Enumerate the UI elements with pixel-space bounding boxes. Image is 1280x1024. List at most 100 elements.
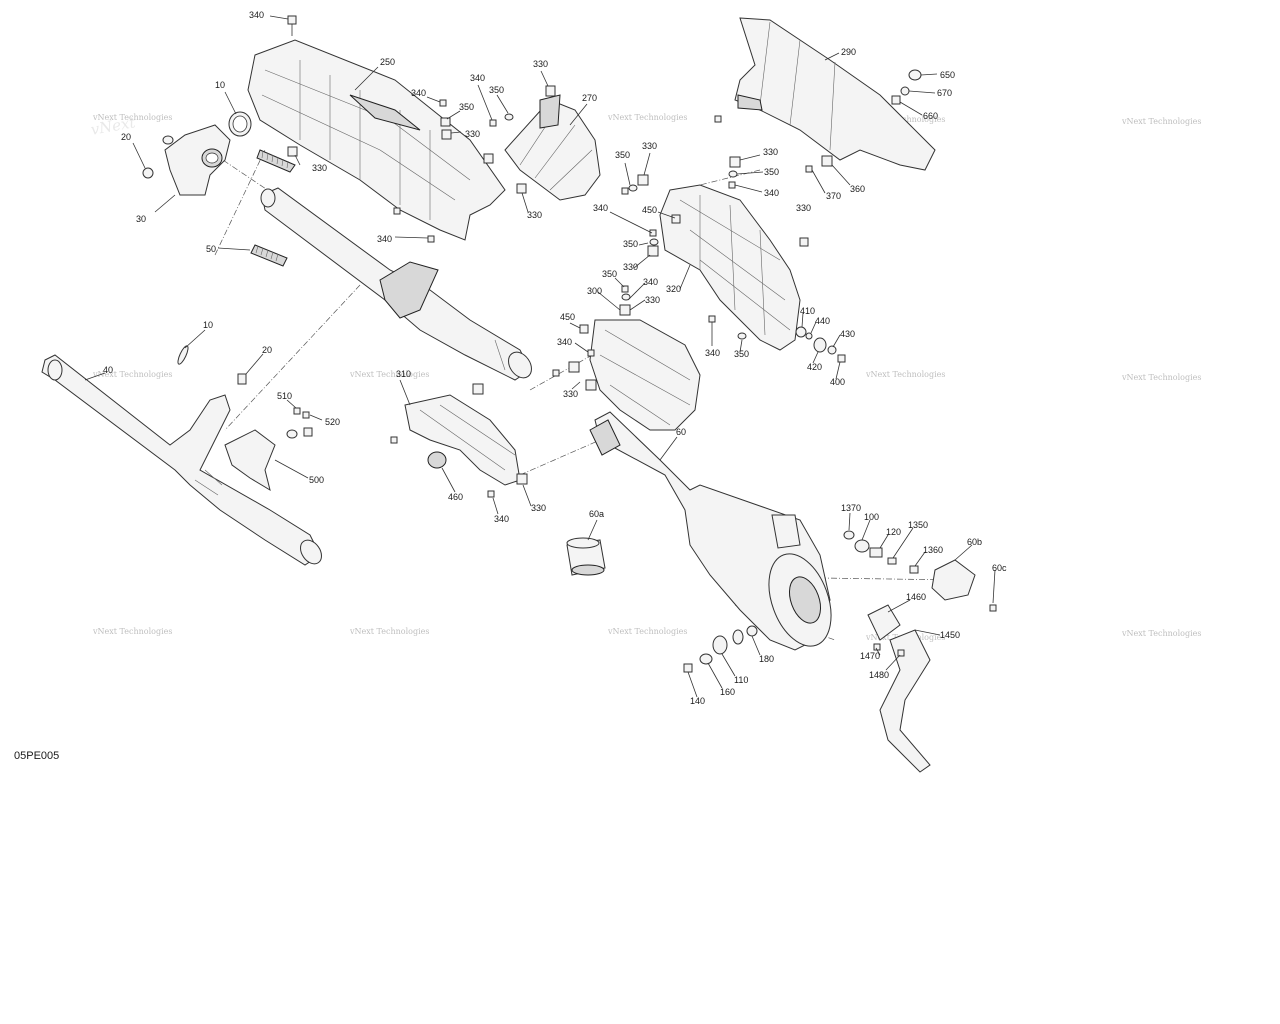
heat-shield-320[interactable] [659,184,801,351]
callout[interactable]: 340 [494,514,509,524]
callout[interactable]: 330 [623,262,638,272]
callout[interactable]: 440 [815,316,830,326]
spark-arrestor-60a[interactable] [566,537,606,576]
callout[interactable]: 300 [587,286,602,296]
callout[interactable]: 290 [841,47,856,57]
callout[interactable]: 330 [563,389,578,399]
spring-50-upper[interactable] [256,149,296,173]
callout[interactable]: 1360 [923,545,943,555]
callout[interactable]: 1450 [940,630,960,640]
callout[interactable]: 370 [826,191,841,201]
callout[interactable]: 340 [249,10,264,20]
callout[interactable]: 500 [309,475,324,485]
leader-lines [84,15,996,698]
callout[interactable]: 350 [489,85,504,95]
callout[interactable]: 1350 [908,520,928,530]
heat-shield-300[interactable] [589,319,701,431]
callout[interactable]: 10 [215,80,225,90]
heat-shield-290[interactable] [734,17,936,171]
callout[interactable]: 450 [642,205,657,215]
gasket-10[interactable] [228,111,252,137]
nut-20[interactable] [142,167,154,179]
callout[interactable]: 120 [886,527,901,537]
callout[interactable]: 360 [850,184,865,194]
callout[interactable]: 330 [642,141,657,151]
callout[interactable]: 410 [800,306,815,316]
heat-shield-310[interactable] [404,394,521,486]
callout[interactable]: 1460 [906,592,926,602]
callout[interactable]: 100 [864,512,879,522]
callout[interactable]: 340 [705,348,720,358]
callout[interactable]: 30 [136,214,146,224]
callout[interactable]: 660 [923,111,938,121]
callout[interactable]: 330 [763,147,778,157]
callout[interactable]: 310 [396,369,411,379]
heat-shield-250[interactable] [247,39,506,241]
callout[interactable]: 340 [411,88,426,98]
plate-60b[interactable] [931,559,976,601]
callout[interactable]: 350 [734,349,749,359]
callout[interactable]: 40 [103,365,113,375]
callout[interactable]: 60a [589,509,604,519]
callout[interactable]: 340 [377,234,392,244]
fasteners [237,15,997,673]
callout[interactable]: 340 [470,73,485,83]
callout[interactable]: 340 [593,203,608,213]
exhaust-manifold-30[interactable] [162,124,231,196]
callout[interactable]: 400 [830,377,845,387]
callout[interactable]: 340 [764,188,779,198]
callout[interactable]: 650 [940,70,955,80]
callout[interactable]: 340 [643,277,658,287]
callout[interactable]: 670 [937,88,952,98]
callout[interactable]: 350 [459,102,474,112]
callout[interactable]: 320 [666,284,681,294]
callout[interactable]: 350 [615,150,630,160]
callout[interactable]: 330 [645,295,660,305]
callout[interactable]: 330 [465,129,480,139]
callout[interactable]: 350 [623,239,638,249]
callout[interactable]: 510 [277,391,292,401]
bracket-500[interactable] [224,429,276,492]
spring-50-lower[interactable] [250,244,288,267]
callout[interactable]: 60c [992,563,1007,573]
callout[interactable]: 60b [967,537,982,547]
callout[interactable]: 10 [203,320,213,330]
callout[interactable]: 1470 [860,651,880,661]
flange-10-lower[interactable] [176,345,190,366]
callout[interactable]: 420 [807,362,822,372]
callout[interactable]: 1480 [869,670,889,680]
callout[interactable]: 330 [796,203,811,213]
watermark: vNext Technologies [607,627,687,636]
callout[interactable]: 460 [448,492,463,502]
exhaust-pipe-upper[interactable] [260,187,536,382]
callout[interactable]: 520 [325,417,340,427]
callout[interactable]: 330 [312,163,327,173]
callout[interactable]: 340 [557,337,572,347]
callout[interactable]: 330 [533,59,548,69]
watermark: vNext Technologies [92,370,172,379]
callout[interactable]: 160 [720,687,735,697]
callout[interactable]: 250 [380,57,395,67]
callout[interactable]: 330 [531,503,546,513]
watermark: vNext Technologies [92,113,172,122]
callout-labels: 340 250 10 20 30 330 340 350 330 340 350… [103,10,1007,706]
callout[interactable]: 50 [206,244,216,254]
heat-shield-270[interactable] [504,94,601,201]
outlet-pipe-1480[interactable] [867,604,931,773]
callout[interactable]: 330 [527,210,542,220]
callout[interactable]: 180 [759,654,774,664]
callout[interactable]: 350 [602,269,617,279]
exhaust-pipe-lower-40[interactable] [41,354,326,568]
callout[interactable]: 20 [262,345,272,355]
callout[interactable]: 1370 [841,503,861,513]
muffler-60[interactable] [589,411,843,655]
callout[interactable]: 60 [676,427,686,437]
callout[interactable]: 140 [690,696,705,706]
callout[interactable]: 270 [582,93,597,103]
callout[interactable]: 450 [560,312,575,322]
callout[interactable]: 350 [764,167,779,177]
callout[interactable]: 430 [840,329,855,339]
callout[interactable]: 20 [121,132,131,142]
callout[interactable]: 110 [734,675,748,685]
